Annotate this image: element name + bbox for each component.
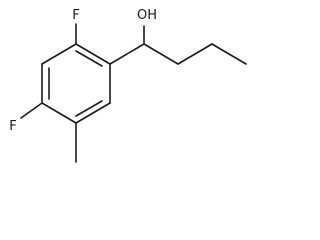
bond-chain-2 [177,43,213,65]
ring-bond-c2-c3 [41,43,77,65]
ring-double-bond-c1-c2 [75,50,103,67]
ring-bond-c4-c5 [41,102,77,124]
bond-ring-carbinol [109,43,145,65]
bond-c4-fluorine [20,102,43,119]
ring-double-bond-c5-c6 [75,100,103,117]
fluorine-label-left: F [9,119,16,134]
bond-chain-1 [143,43,179,65]
structure-diagram: F F OH [9,8,247,163]
bond-chain-3 [211,43,247,65]
ring-bond-c1-c2 [75,43,111,65]
fluorine-label-top: F [72,8,79,23]
hydroxyl-label: OH [137,8,157,23]
ring-bond-c5-c6 [75,102,111,124]
